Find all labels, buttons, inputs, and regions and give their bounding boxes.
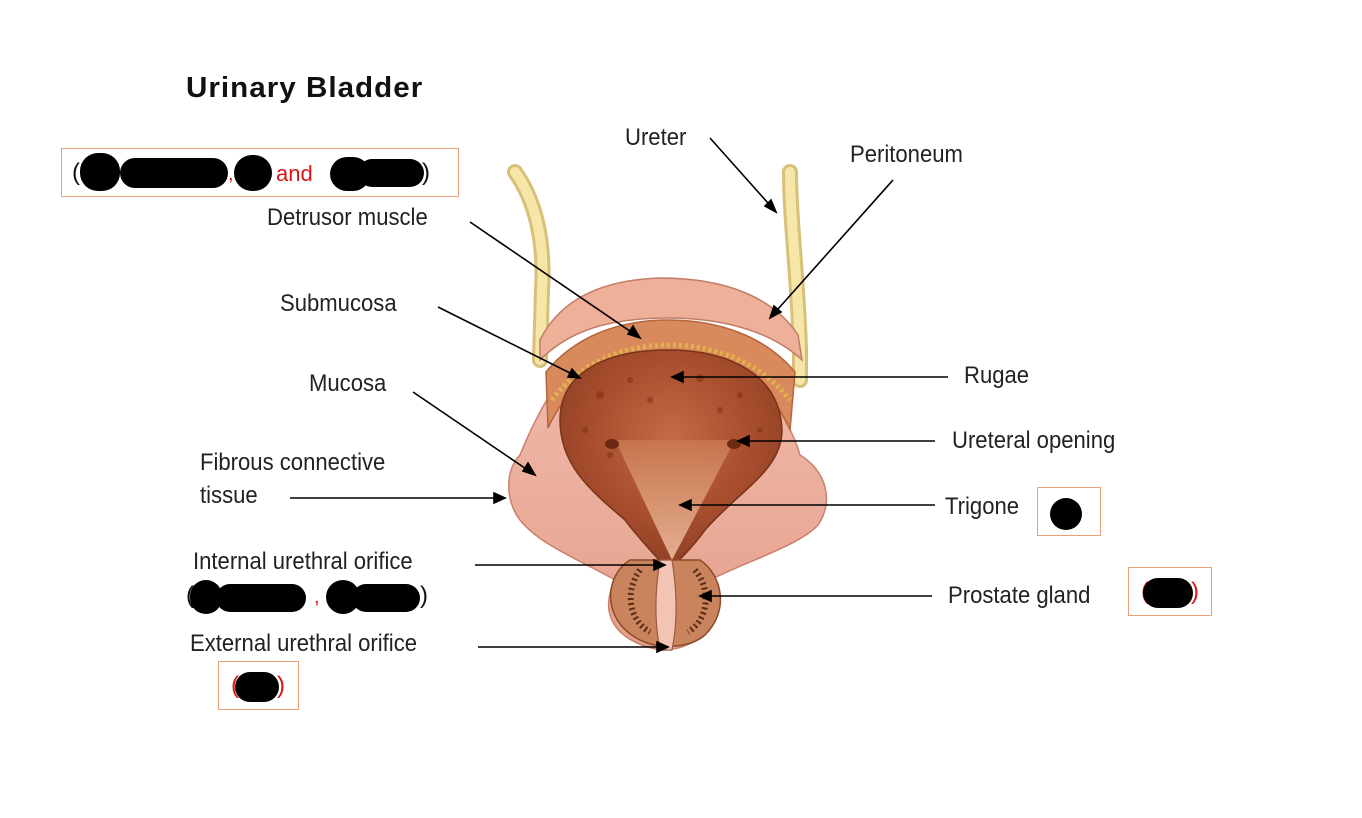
ureteral-opening-left xyxy=(605,439,619,449)
annotation-internal-orifice: ( , ) xyxy=(186,578,446,616)
annotation-box-layers: ( , and ) xyxy=(61,148,459,197)
annotation-box-prostate: ( ) xyxy=(1128,567,1212,616)
redaction-mark xyxy=(234,155,272,191)
label-rugae: Rugae xyxy=(964,362,1030,389)
label-submucosa: Submucosa xyxy=(280,290,397,317)
redaction-mark xyxy=(216,584,306,612)
redaction-mark xyxy=(120,158,228,188)
trigone-shape xyxy=(615,440,735,560)
urethra xyxy=(655,559,677,651)
annotation-box-trigone xyxy=(1037,487,1101,536)
label-mucosa: Mucosa xyxy=(309,370,387,397)
label-trigone: Trigone xyxy=(945,493,1020,520)
and-connector: and xyxy=(276,161,313,186)
redaction-mark xyxy=(358,159,424,187)
label-peritoneum: Peritoneum xyxy=(850,141,963,168)
redaction-mark xyxy=(1143,578,1193,608)
redaction-mark xyxy=(352,584,420,612)
paren-close: ) xyxy=(1191,578,1199,605)
label-ureter: Ureter xyxy=(625,124,687,151)
label-fibrous-line2: tissue xyxy=(200,482,258,509)
paren-open: ( xyxy=(72,159,80,186)
redaction-mark xyxy=(80,153,120,191)
label-ureteral-opening: Ureteral opening xyxy=(952,427,1116,454)
paren-close: ) xyxy=(277,672,285,699)
redaction-mark xyxy=(1050,498,1082,530)
redaction-mark xyxy=(235,672,279,702)
comma-separator: , xyxy=(314,586,320,608)
annotation-box-external-orifice: ( ) xyxy=(218,661,299,710)
diagram-title: Urinary Bladder xyxy=(186,72,424,104)
paren-close: ) xyxy=(420,582,428,609)
comma-separator: , xyxy=(228,163,234,185)
label-detrusor-muscle: Detrusor muscle xyxy=(267,204,428,231)
label-fibrous-line1: Fibrous connective xyxy=(200,449,386,476)
label-prostate-gland: Prostate gland xyxy=(948,582,1091,609)
paren-close: ) xyxy=(422,159,430,186)
label-external-urethral-orifice: External urethral orifice xyxy=(190,630,418,657)
label-internal-urethral-orifice: Internal urethral orifice xyxy=(193,548,413,575)
